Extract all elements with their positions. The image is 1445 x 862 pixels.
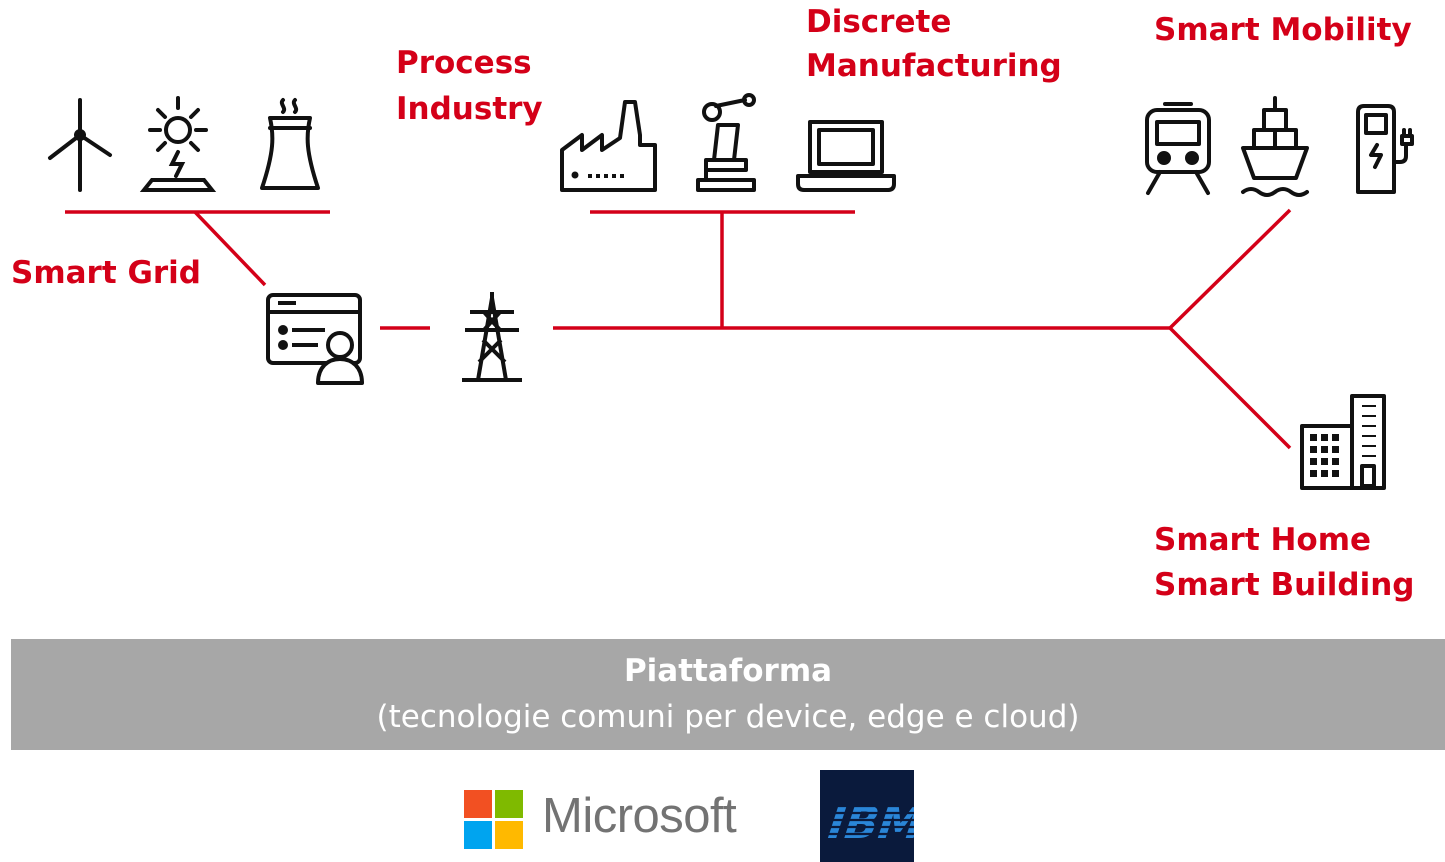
ship-icon <box>1241 96 1309 197</box>
smart-mobility-label: Smart Mobility <box>1154 12 1412 48</box>
ms-green-square <box>495 790 523 818</box>
discrete-manufacturing-label-line2: Manufacturing <box>806 48 1062 84</box>
building-branch <box>1168 326 1292 450</box>
factory-icon <box>560 100 657 192</box>
ms-blue-square <box>464 821 492 849</box>
control-dashboard-icon <box>266 293 364 385</box>
power-plant-icon <box>260 98 320 190</box>
ibm-wordmark: IBM <box>820 797 914 849</box>
ev-charger-icon <box>1356 104 1414 194</box>
connection-lines <box>65 208 1292 450</box>
smart-grid-label: Smart Grid <box>11 255 201 291</box>
ibm-logo: IBM <box>820 770 914 862</box>
ms-yellow-square <box>495 821 523 849</box>
smart-building-label: Smart Building <box>1154 567 1415 603</box>
discrete-manufacturing-label-line1: Discrete <box>806 4 952 40</box>
smart-home-label: Smart Home <box>1154 522 1372 558</box>
robot-arm-icon <box>696 93 756 192</box>
solar-panel-icon <box>139 96 217 192</box>
mobility-branch <box>1168 208 1292 330</box>
ms-red-square <box>464 790 492 818</box>
building-icon <box>1300 394 1386 490</box>
transmission-tower-icon <box>462 292 522 382</box>
platform-title: Piattaforma <box>623 653 833 689</box>
process-industry-label-line2: Industry <box>396 91 543 127</box>
grid-link <box>193 210 267 287</box>
laptop-icon <box>796 120 896 192</box>
train-icon <box>1145 102 1211 195</box>
microsoft-wordmark: Microsoft <box>542 789 737 843</box>
wind-turbine-icon <box>48 98 112 192</box>
platform-subtitle: (tecnologie comuni per device, edge e cl… <box>376 699 1080 735</box>
process-industry-label-line1: Process <box>396 45 532 81</box>
platform-banner: Piattaforma (tecnologie comuni per devic… <box>11 639 1445 750</box>
